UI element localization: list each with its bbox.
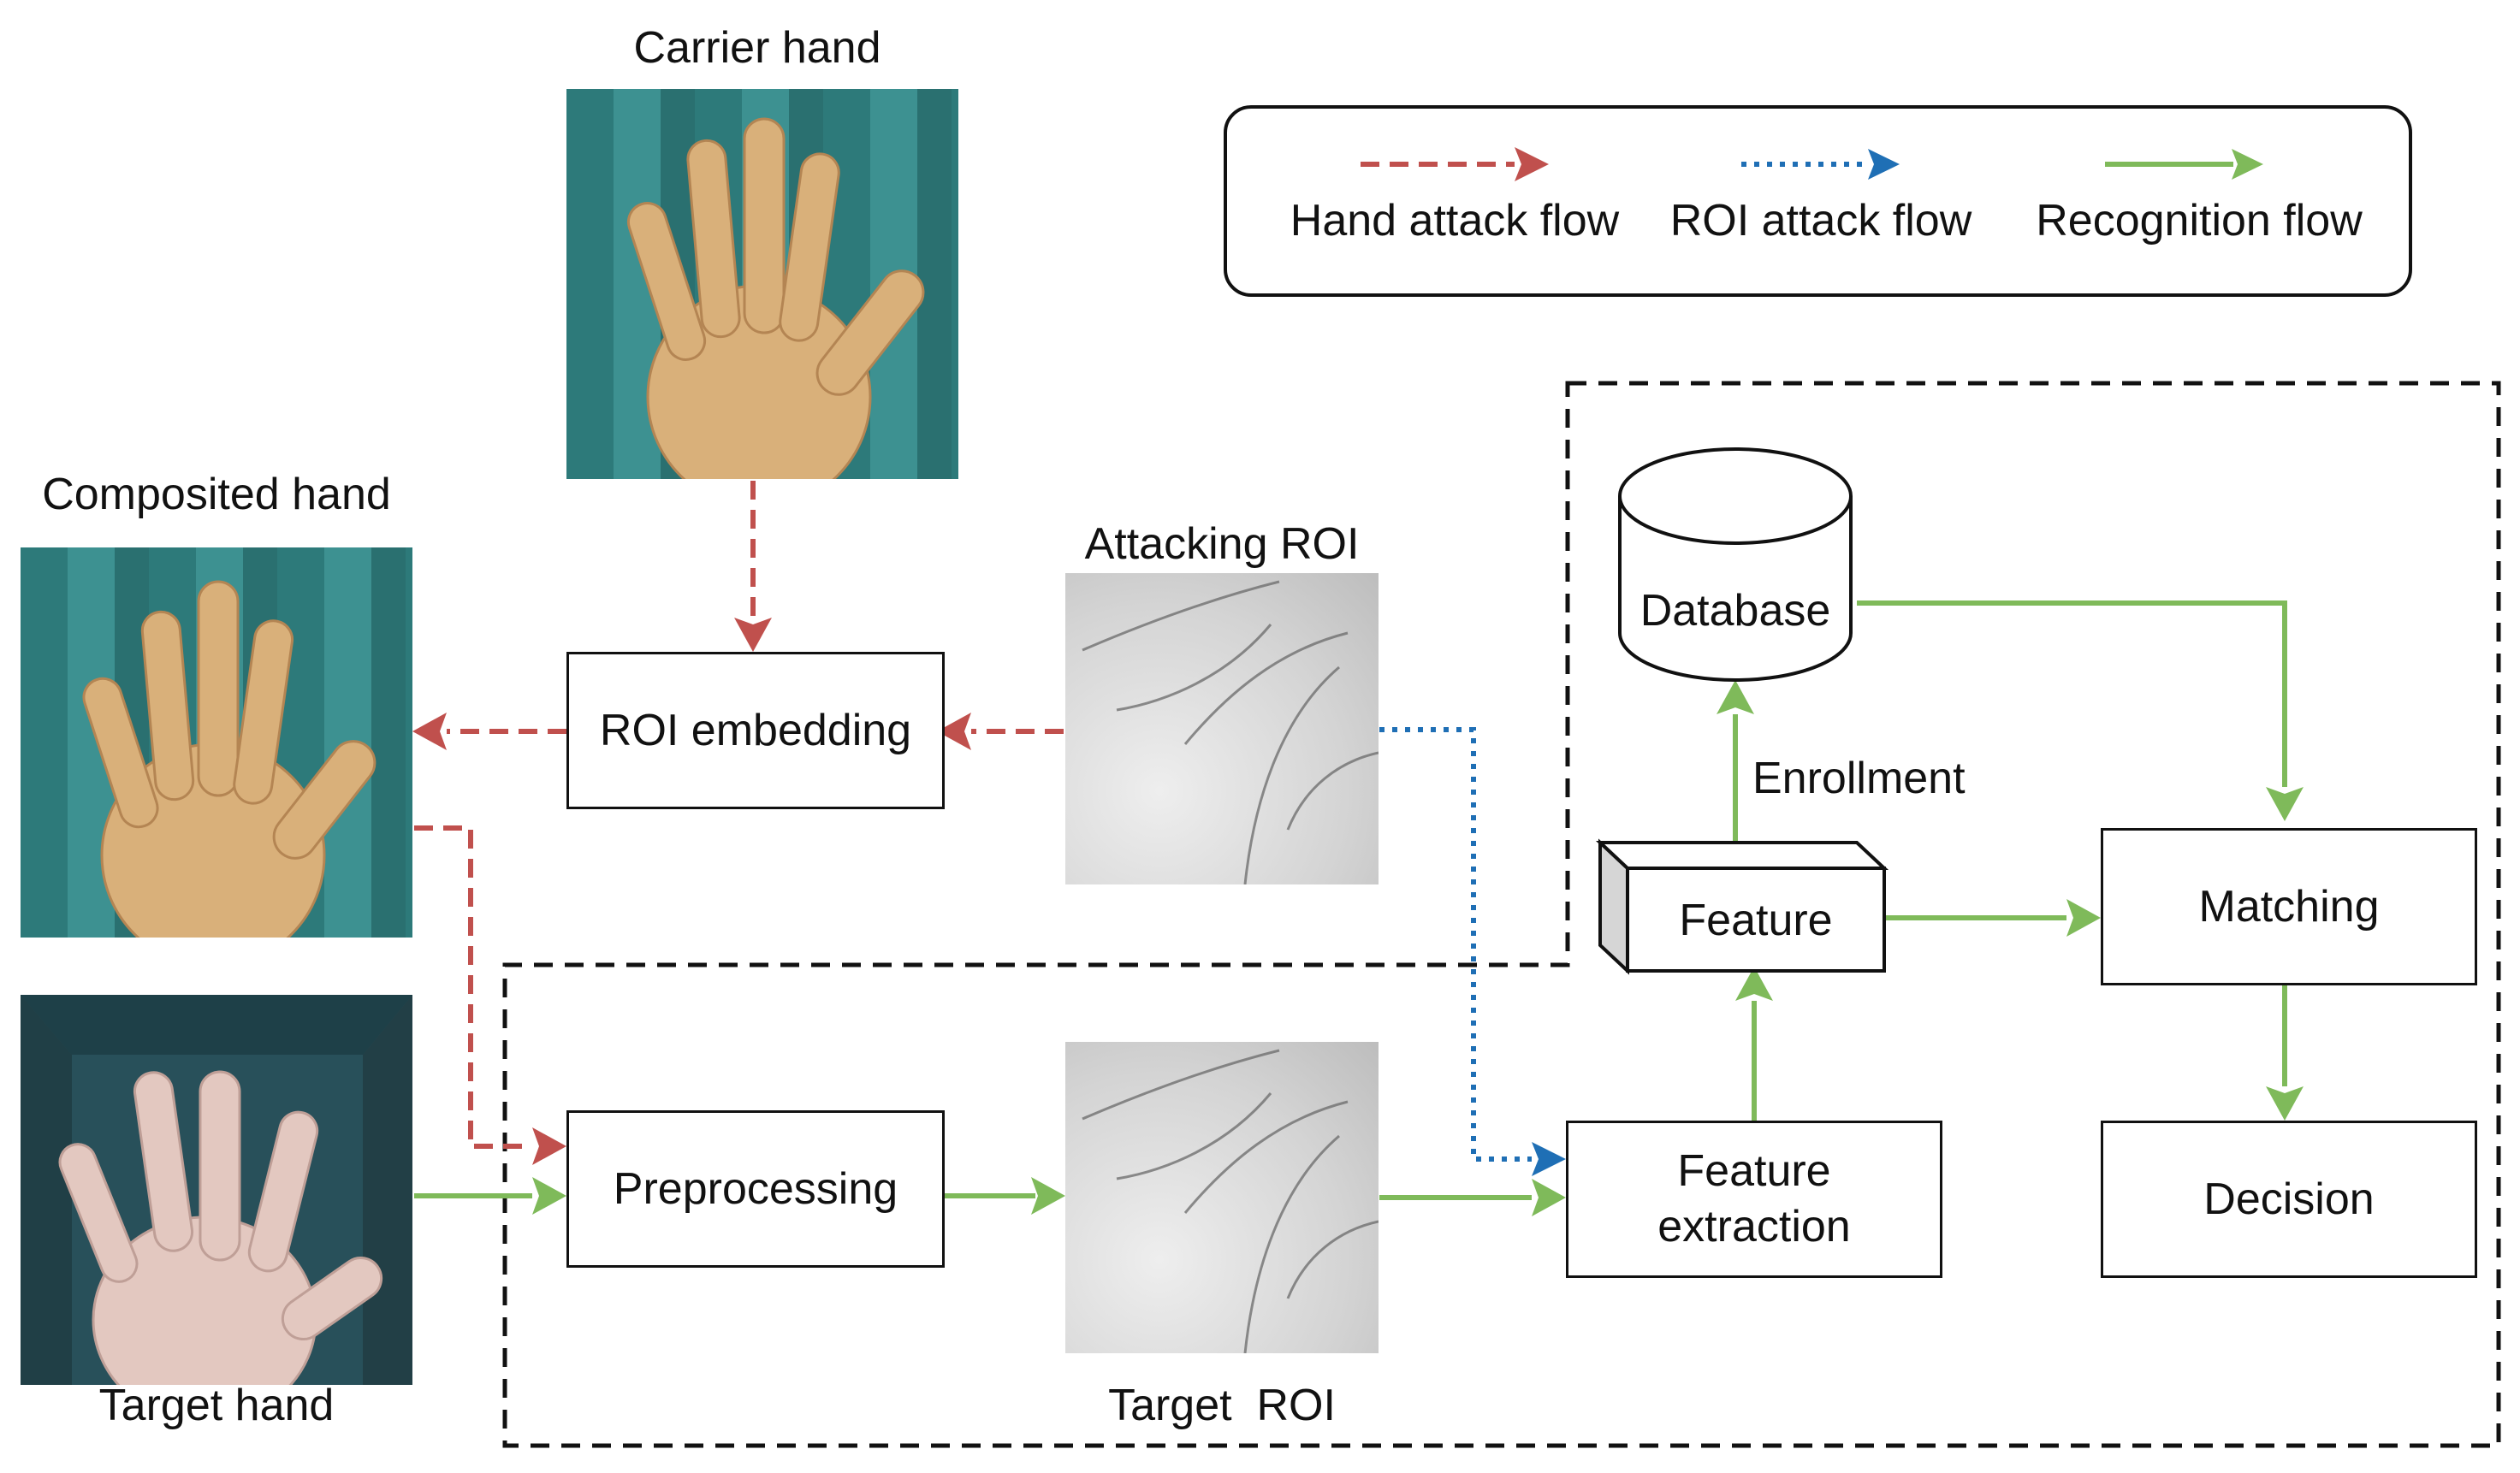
target-roi-label: Target ROI bbox=[1108, 1381, 1336, 1430]
attacking-roi-label: Attacking ROI bbox=[1084, 519, 1360, 569]
carrier-arrowhead bbox=[734, 618, 772, 652]
legend-recognition-label: Recognition flow bbox=[2036, 196, 2363, 246]
roi-embedding-box: ROI embedding bbox=[566, 652, 945, 809]
carrier-hand-image bbox=[566, 89, 958, 479]
feature-extraction-label-line2: extraction bbox=[1657, 1202, 1851, 1251]
database-to-matching-arrow bbox=[1857, 600, 2287, 787]
preprocessing-green-arrowhead bbox=[532, 1177, 566, 1215]
feature-label: Feature bbox=[1679, 896, 1833, 945]
matching-label: Matching bbox=[2198, 881, 2380, 932]
carrier-hand-drawing bbox=[626, 117, 925, 479]
composited-arrowhead bbox=[412, 713, 447, 750]
legend-recognition-arrowhead bbox=[2232, 149, 2263, 180]
composited-to-preprocessing-arrow bbox=[414, 825, 532, 1149]
attacking-roi-texture bbox=[1082, 580, 1379, 884]
legend-hand-attack-arrowhead bbox=[1515, 147, 1549, 181]
carrier-hand-label: Carrier hand bbox=[633, 23, 881, 73]
target-hand-drawing bbox=[21, 995, 412, 1385]
matching-box: Matching bbox=[2101, 828, 2477, 985]
target-hand-image bbox=[21, 995, 412, 1385]
preprocessing-box: Preprocessing bbox=[566, 1110, 945, 1268]
decision-box: Decision bbox=[2101, 1121, 2477, 1278]
legend-hand-attack-label: Hand attack flow bbox=[1290, 196, 1620, 246]
decision-arrowhead bbox=[2266, 1086, 2304, 1121]
attacking-roi-arrowhead bbox=[937, 713, 971, 750]
feature-block bbox=[1595, 838, 1889, 975]
feature-extraction-label-line1: Feature bbox=[1677, 1146, 1831, 1196]
composited-hand-label: Composited hand bbox=[42, 470, 391, 519]
preprocessing-red-arrowhead bbox=[532, 1127, 566, 1165]
preprocessing-label: Preprocessing bbox=[613, 1163, 898, 1214]
legend-roi-attack-arrowhead bbox=[1868, 149, 1900, 180]
database-arrowhead bbox=[1717, 680, 1754, 714]
target-roi-image bbox=[1065, 1042, 1379, 1353]
system-boundary bbox=[502, 381, 2501, 1448]
roi-attack-arrow bbox=[1379, 727, 1532, 1162]
enrollment-label: Enrollment bbox=[1752, 754, 1966, 803]
extraction-arrowhead bbox=[1532, 1179, 1566, 1216]
feature-extraction-box: Feature extraction bbox=[1566, 1121, 1942, 1278]
composited-hand-image bbox=[21, 547, 412, 938]
target-hand-label: Target hand bbox=[98, 1381, 335, 1430]
matching-top-arrowhead bbox=[2266, 787, 2304, 821]
target-roi-arrowhead bbox=[1031, 1177, 1065, 1215]
feature-arrowhead bbox=[1735, 967, 1773, 1001]
legend-roi-attack-label: ROI attack flow bbox=[1669, 196, 1972, 246]
composited-hand-drawing bbox=[82, 580, 377, 938]
roi-attack-arrowhead bbox=[1532, 1142, 1566, 1176]
database-label: Database bbox=[1639, 586, 1831, 636]
roi-embedding-label: ROI embedding bbox=[599, 705, 912, 755]
matching-arrowhead bbox=[2066, 899, 2101, 937]
target-roi-texture bbox=[1082, 1049, 1379, 1353]
attacking-roi-image bbox=[1065, 573, 1379, 884]
database-cylinder bbox=[1618, 447, 1853, 682]
decision-label: Decision bbox=[2203, 1174, 2375, 1224]
